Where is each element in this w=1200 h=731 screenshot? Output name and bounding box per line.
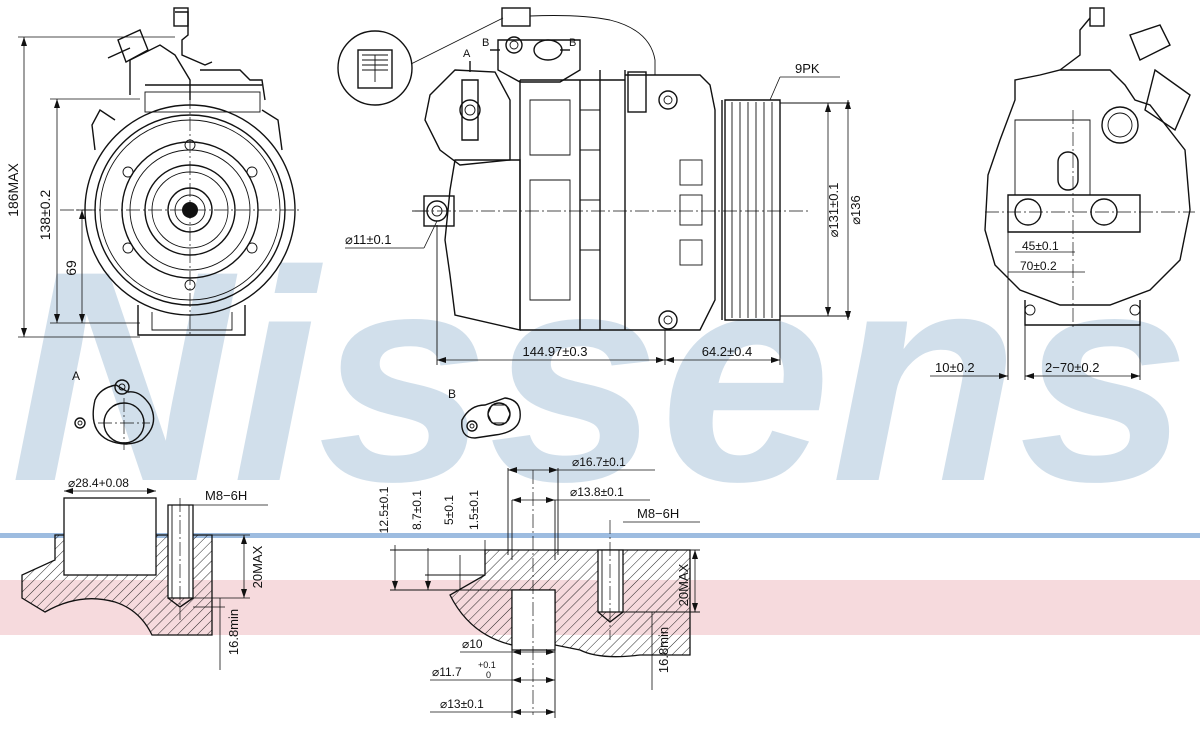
section-b-depth-min: 16.8min xyxy=(656,627,671,673)
side-label-a: A xyxy=(463,48,471,60)
side-mount-hole: ⌀11±0.1 xyxy=(345,232,392,247)
section-b-d117: ⌀11.7 xyxy=(432,665,462,679)
section-b-h5: 5±0.1 xyxy=(442,495,456,525)
side-label-b-right: B xyxy=(569,37,576,49)
watermark-blue-stripe xyxy=(0,533,1200,538)
section-a-depth-min: 16.8min xyxy=(226,609,241,655)
side-body-length: 144.97±0.3 xyxy=(523,344,588,359)
section-b-d117-tol-lower: 0 xyxy=(486,670,491,680)
section-b-d10: ⌀10 xyxy=(462,637,483,651)
side-pulley-dia: ⌀131±0.1 xyxy=(826,183,841,238)
section-a-depth-max: 20MAX xyxy=(250,545,265,588)
detail-b-label: B xyxy=(448,387,456,401)
rear-dim-45: 45±0.1 xyxy=(1022,239,1059,253)
section-a-thread: M8−6H xyxy=(205,488,247,503)
rear-dim-70: 70±0.2 xyxy=(1020,259,1057,273)
side-pulley-outer: ⌀136 xyxy=(848,195,863,225)
side-label-b-left: B xyxy=(482,37,489,49)
section-b-h15: 1.5±0.1 xyxy=(467,490,481,530)
detail-b: B xyxy=(448,387,521,439)
front-height-max: 186MAX xyxy=(5,162,21,216)
section-b-d138: ⌀13.8±0.1 xyxy=(570,485,624,499)
section-a-bore: ⌀28.4+0.08 xyxy=(68,476,129,490)
detail-a: A xyxy=(72,369,155,450)
side-belt: 9PK xyxy=(795,61,820,76)
front-offset: 69 xyxy=(63,260,79,276)
detail-a-label: A xyxy=(72,369,80,383)
rear-dim-2x70: 2−70±0.2 xyxy=(1045,360,1100,375)
section-b-thread: M8−6H xyxy=(637,506,679,521)
side-view: A B B xyxy=(337,7,863,365)
section-b-depth-max: 20MAX xyxy=(676,563,691,606)
section-b-d13: ⌀13±0.1 xyxy=(440,697,484,711)
section-b: 12.5±0.1 8.7±0.1 5±0.1 1.5±0.1 ⌀16.7±0.1… xyxy=(377,455,700,718)
section-b-d117-tol-upper: +0.1 xyxy=(478,660,496,670)
section-b-h125: 12.5±0.1 xyxy=(377,486,391,533)
section-b-d167: ⌀16.7±0.1 xyxy=(572,455,626,469)
rear-view: 45±0.1 70±0.2 10±0.2 2−70±0.2 xyxy=(930,7,1195,380)
front-height-center: 138±0.2 xyxy=(37,190,53,241)
front-view: 186MAX 138±0.2 69 xyxy=(5,7,300,338)
rear-dim-10: 10±0.2 xyxy=(935,360,975,375)
section-a: ⌀28.4+0.08 M8−6H 20MAX 16.8min xyxy=(21,476,268,670)
section-b-h87: 8.7±0.1 xyxy=(410,490,424,530)
side-pulley-offset: 64.2±0.4 xyxy=(702,344,753,359)
